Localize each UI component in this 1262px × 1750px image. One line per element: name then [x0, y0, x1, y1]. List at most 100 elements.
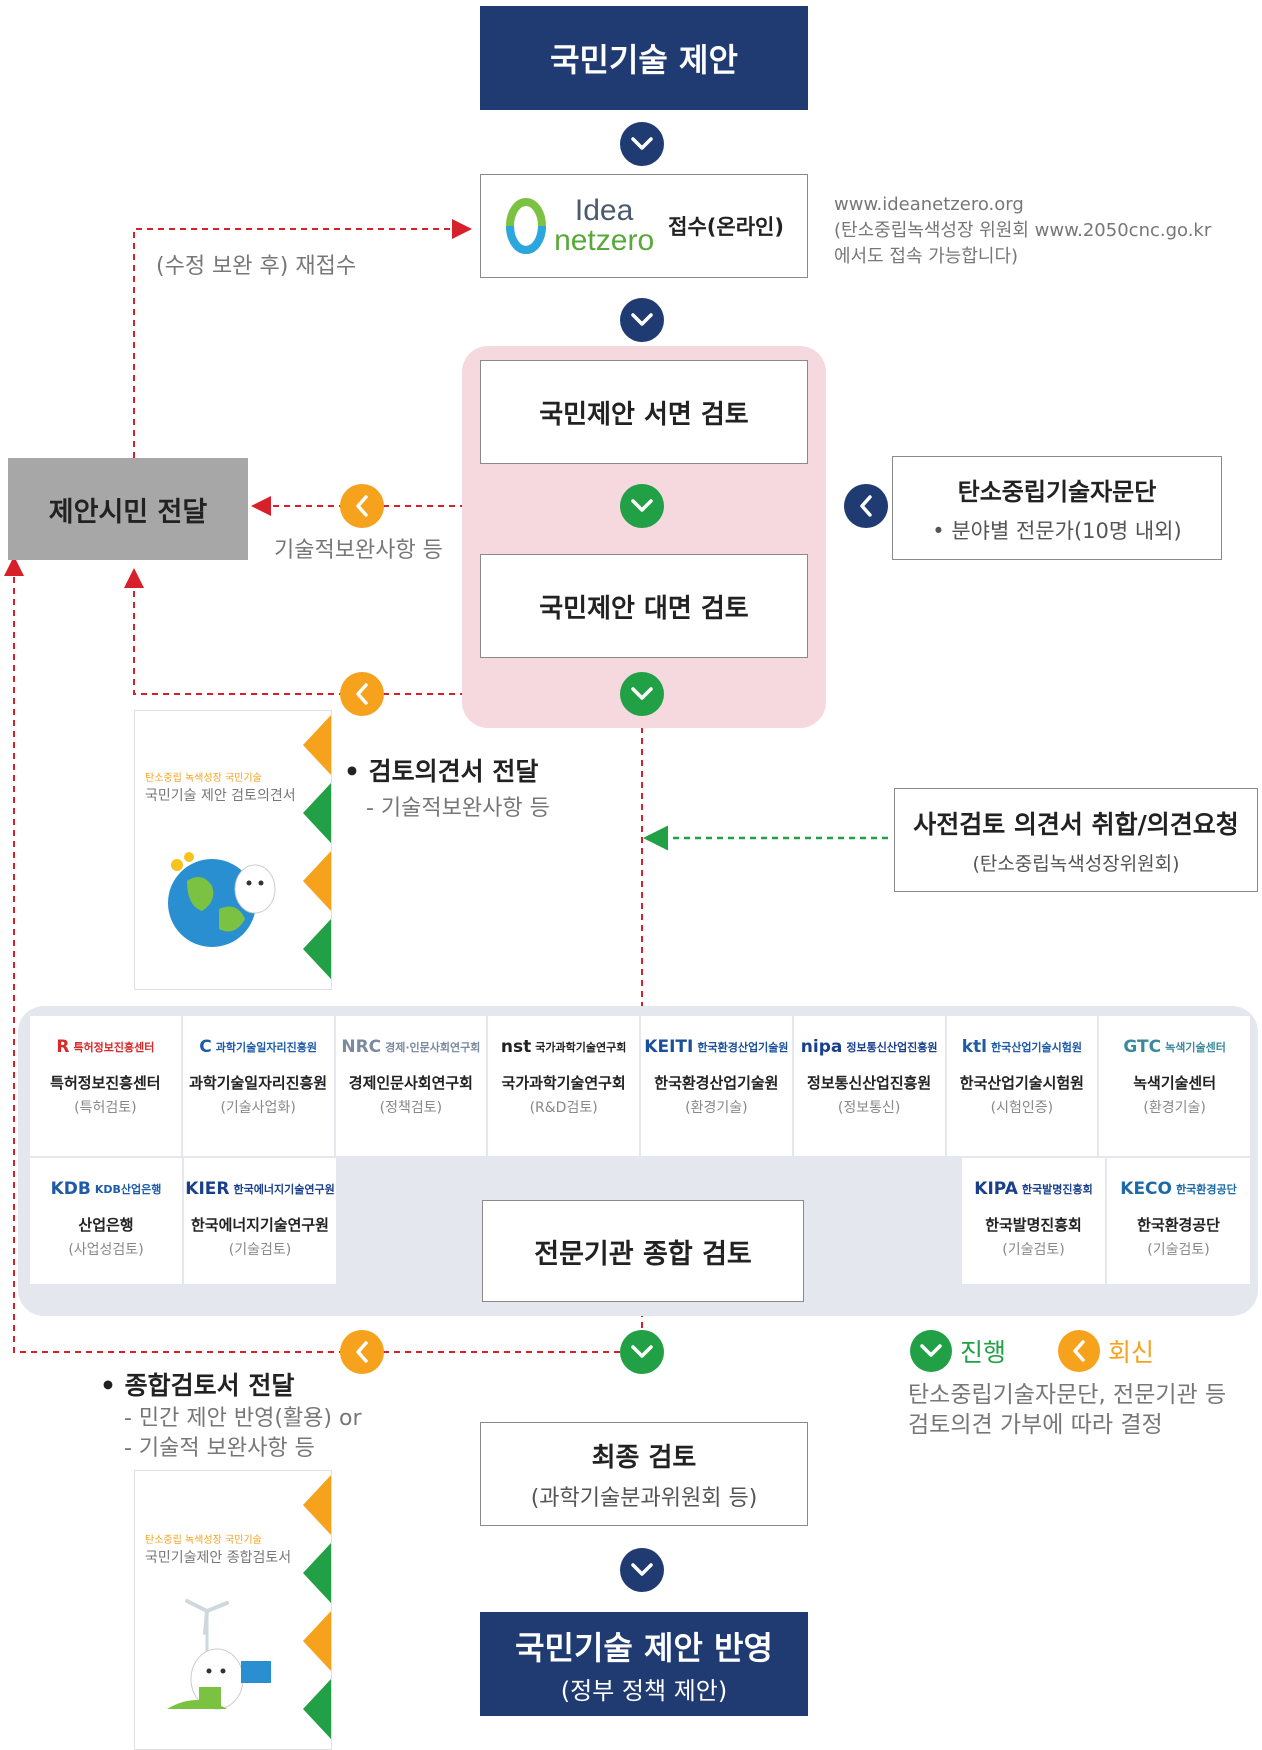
agency-logo-mark: GTC — [1123, 1037, 1162, 1057]
chevron-down-icon — [620, 122, 664, 166]
earth-bear-illustration — [168, 852, 276, 947]
legend-progress-label: 진행 — [960, 1338, 1007, 1367]
idea-netzero-logo: Idea netzero — [504, 196, 654, 256]
book-subtitle: 탄소중립 녹색성장 국민기술 — [145, 1535, 262, 1546]
progress-check-icon — [620, 484, 664, 528]
expert-review-label: 전문기관 종합 검토 — [534, 1238, 752, 1270]
website-url: www.ideanetzero.org — [834, 194, 1024, 215]
chevron-down-icon — [620, 1548, 664, 1592]
progress-check-icon — [620, 672, 664, 716]
agency-logo-mark: R — [56, 1037, 70, 1057]
agency-name: 한국환경산업기술원 — [654, 1074, 779, 1092]
agency-name: 특허정보진흥센터 — [50, 1074, 161, 1092]
legend-reply-label: 회신 — [1108, 1338, 1155, 1367]
resubmit-label: (수정 보완 후) 재접수 — [156, 254, 357, 279]
agency-name: 산업은행 — [78, 1216, 134, 1234]
agency-role: (사업성검토) — [68, 1242, 144, 1258]
website-note: www.ideanetzero.org (탄소중립녹색성장 위원회 www.20… — [834, 192, 1260, 270]
logo-netzero-text: netzero — [554, 224, 655, 257]
book-title: 국민기술 제안 검토의견서 — [145, 788, 296, 804]
agency-role: (특허검토) — [74, 1100, 137, 1116]
review-opinion-title: • 검토의견서 전달 — [344, 757, 539, 786]
agency-logo-text: 정보통신산업진흥원 — [846, 1041, 938, 1054]
top-proposal-box: 국민기술 제안 — [480, 6, 808, 110]
review-opinion-book-cover: 탄소중립 녹색성장 국민기술 국민기술 제안 검토의견서 — [134, 710, 332, 990]
agency-logo-mark: ktl — [961, 1037, 987, 1057]
agency-logo-text: 녹색기술센터 — [1165, 1041, 1226, 1054]
agency-role: (정책검토) — [379, 1100, 443, 1116]
agency-role: (R&D검토) — [529, 1100, 598, 1116]
agency-role: (기술검토) — [1147, 1242, 1210, 1258]
agency-logo-text: KDB산업은행 — [94, 1183, 162, 1196]
agency-logo-mark: C — [199, 1037, 212, 1057]
comprehensive-sub: - 민간 제안 반영(활용) or - 기술적 보완사항 등 — [124, 1404, 362, 1464]
agency-logo-text: 한국환경공단 — [1175, 1183, 1237, 1196]
comprehensive-sub-1: - 민간 제안 반영(활용) or — [124, 1406, 362, 1431]
agency-logo-mark: NRC — [341, 1037, 382, 1057]
agency-role: (시험인증) — [990, 1100, 1054, 1116]
website-alt-line: (탄소중립녹색성장 위원회 www.2050cnc.go.kr — [834, 220, 1212, 241]
netzero-ring-icon — [506, 198, 547, 254]
agency-name: 녹색기술센터 — [1133, 1074, 1217, 1092]
agency-role: (기술검토) — [1002, 1242, 1065, 1258]
agency-role: (정보통신) — [837, 1100, 901, 1116]
agency-role: (기술검토) — [228, 1242, 292, 1258]
agency-logo-text: 한국발명진흥회 — [1021, 1183, 1093, 1196]
citizen-delivery-box: 제안시민 전달 — [8, 458, 248, 560]
website-alt-line-2: 에서도 접속 가능합니다) — [834, 246, 1019, 267]
citizen-delivery-label: 제안시민 전달 — [48, 496, 208, 528]
agency-name: 국가과학기술연구회 — [501, 1074, 626, 1092]
pre-review-sub: (탄소중립녹색성장위원회) — [972, 852, 1180, 875]
agency-name: 정보통신산업진흥원 — [807, 1074, 932, 1092]
pre-review-title: 사전검토 의견서 취합/의견요청 — [913, 809, 1239, 839]
expert-review-box: 전문기관 종합 검토 — [482, 1200, 804, 1302]
agency-logo-text: 과학기술일자리진흥원 — [215, 1041, 317, 1054]
agency-logo-mark: KIPA — [974, 1179, 1018, 1199]
bottom-reflection-box: 국민기술 제안 반영 (정부 정책 제안) — [480, 1612, 808, 1716]
face-reply-line — [124, 568, 620, 695]
agency-logo-mark: KEITI — [644, 1037, 694, 1057]
agency-role: (기술사업화) — [220, 1100, 296, 1116]
chevron-down-icon — [620, 298, 664, 342]
book-arrow-strip — [295, 711, 331, 989]
final-review-title: 최종 검토 — [591, 1442, 697, 1473]
agency-name: 과학기술일자리진흥원 — [189, 1074, 328, 1092]
reply-back-icon — [340, 484, 384, 528]
agency-logo-text: 한국산업기술시험원 — [990, 1041, 1083, 1054]
progress-check-icon — [620, 1330, 664, 1374]
agency-role: (환경기술) — [1143, 1100, 1206, 1116]
agency-logo-text: 특허정보진흥센터 — [73, 1041, 155, 1054]
book-title: 국민기술제안 종합검토서 — [145, 1550, 292, 1566]
face-review-label: 국민제안 대면 검토 — [539, 593, 749, 624]
agency-role: (환경기술) — [685, 1100, 748, 1116]
reply-back-icon — [340, 1330, 384, 1374]
agency-logo-text: 한국환경산업기술원 — [697, 1041, 789, 1054]
legend-progress-icon — [910, 1330, 952, 1372]
book-subtitle: 탄소중립 녹색성장 국민기술 — [145, 773, 262, 784]
agency-logo-text: 한국에너지기술연구원 — [233, 1183, 335, 1196]
agency-logo-mark: KIER — [185, 1179, 230, 1199]
agency-name: 한국환경공단 — [1137, 1216, 1220, 1234]
comprehensive-title: • 종합검토서 전달 — [100, 1371, 295, 1400]
agency-name: 한국발명진흥회 — [985, 1216, 1082, 1234]
review-opinion-sub: - 기술적보완사항 등 — [366, 796, 550, 821]
bear-windmill-illustration — [167, 1599, 271, 1710]
agency-logo-mark: nipa — [800, 1037, 843, 1057]
agency-logo-text: 국가과학기술연구회 — [535, 1041, 627, 1054]
